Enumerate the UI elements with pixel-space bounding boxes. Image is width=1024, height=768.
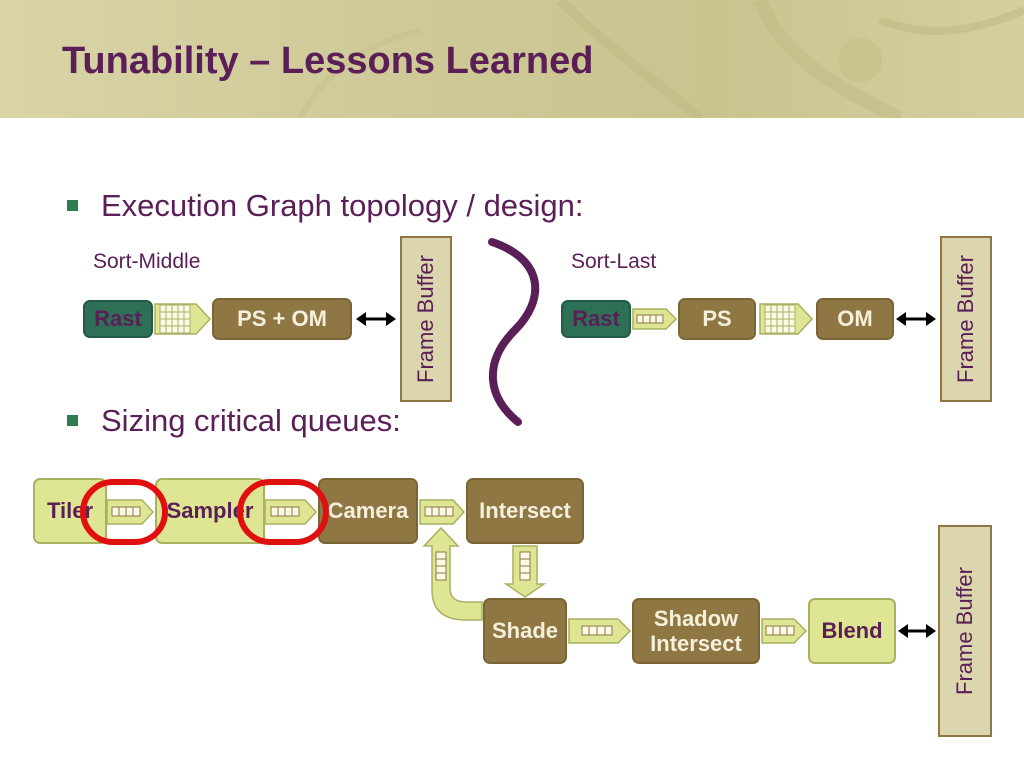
bullet-text: Execution Graph topology / design: — [101, 188, 584, 223]
queue-arrow-shade-camera-feedback — [422, 526, 483, 621]
bullet-execution-graph: Execution Graph topology / design: — [67, 188, 584, 224]
bullet-text: Sizing critical queues: — [101, 403, 401, 438]
shade-stage: Shade — [483, 598, 567, 664]
queue-arrow-camera-intersect — [419, 499, 466, 525]
queues-frame-buffer: Frame Buffer — [938, 525, 992, 737]
header-banner: Tunability – Lessons Learned — [0, 0, 1024, 118]
sort-last-label: Sort-Last — [571, 250, 657, 273]
double-arrow-icon — [896, 312, 936, 326]
critical-queue-highlight — [237, 479, 329, 545]
double-arrow-icon — [356, 312, 396, 326]
header-background-art — [297, 0, 1024, 118]
sort-middle-frame-buffer: Frame Buffer — [400, 236, 452, 402]
queue-arrow-shade-shadow — [568, 618, 632, 644]
bullet-square-icon — [67, 200, 78, 211]
grid-queue-arrow — [759, 303, 814, 335]
sort-last-rast-stage: Rast — [561, 300, 631, 338]
queue-arrow-intersect-shade — [503, 545, 547, 598]
sort-middle-ps-om-stage: PS + OM — [212, 298, 352, 340]
double-arrow-icon — [898, 624, 936, 638]
queue-arrow — [632, 308, 678, 330]
sort-last-ps-stage: PS — [678, 298, 756, 340]
blend-stage: Blend — [808, 598, 896, 664]
intersect-stage: Intersect — [466, 478, 584, 544]
queue-arrow-sampler-camera — [264, 499, 318, 525]
page-title: Tunability – Lessons Learned — [62, 40, 594, 82]
sort-last-om-stage: OM — [816, 298, 894, 340]
shadow-intersect-stage: Shadow Intersect — [632, 598, 760, 664]
wavy-separator — [488, 238, 540, 426]
camera-stage: Camera — [318, 478, 418, 544]
sort-last-frame-buffer: Frame Buffer — [940, 236, 992, 402]
sort-middle-label: Sort-Middle — [93, 250, 201, 273]
bullet-square-icon — [67, 415, 78, 426]
queue-arrow-shadow-blend — [761, 618, 808, 644]
bullet-sizing-queues: Sizing critical queues: — [67, 403, 401, 439]
sort-middle-rast-stage: Rast — [83, 300, 153, 338]
critical-queue-highlight — [80, 479, 168, 545]
queue-arrow-tiler-sampler — [106, 499, 155, 525]
grid-queue-arrow — [154, 303, 212, 335]
